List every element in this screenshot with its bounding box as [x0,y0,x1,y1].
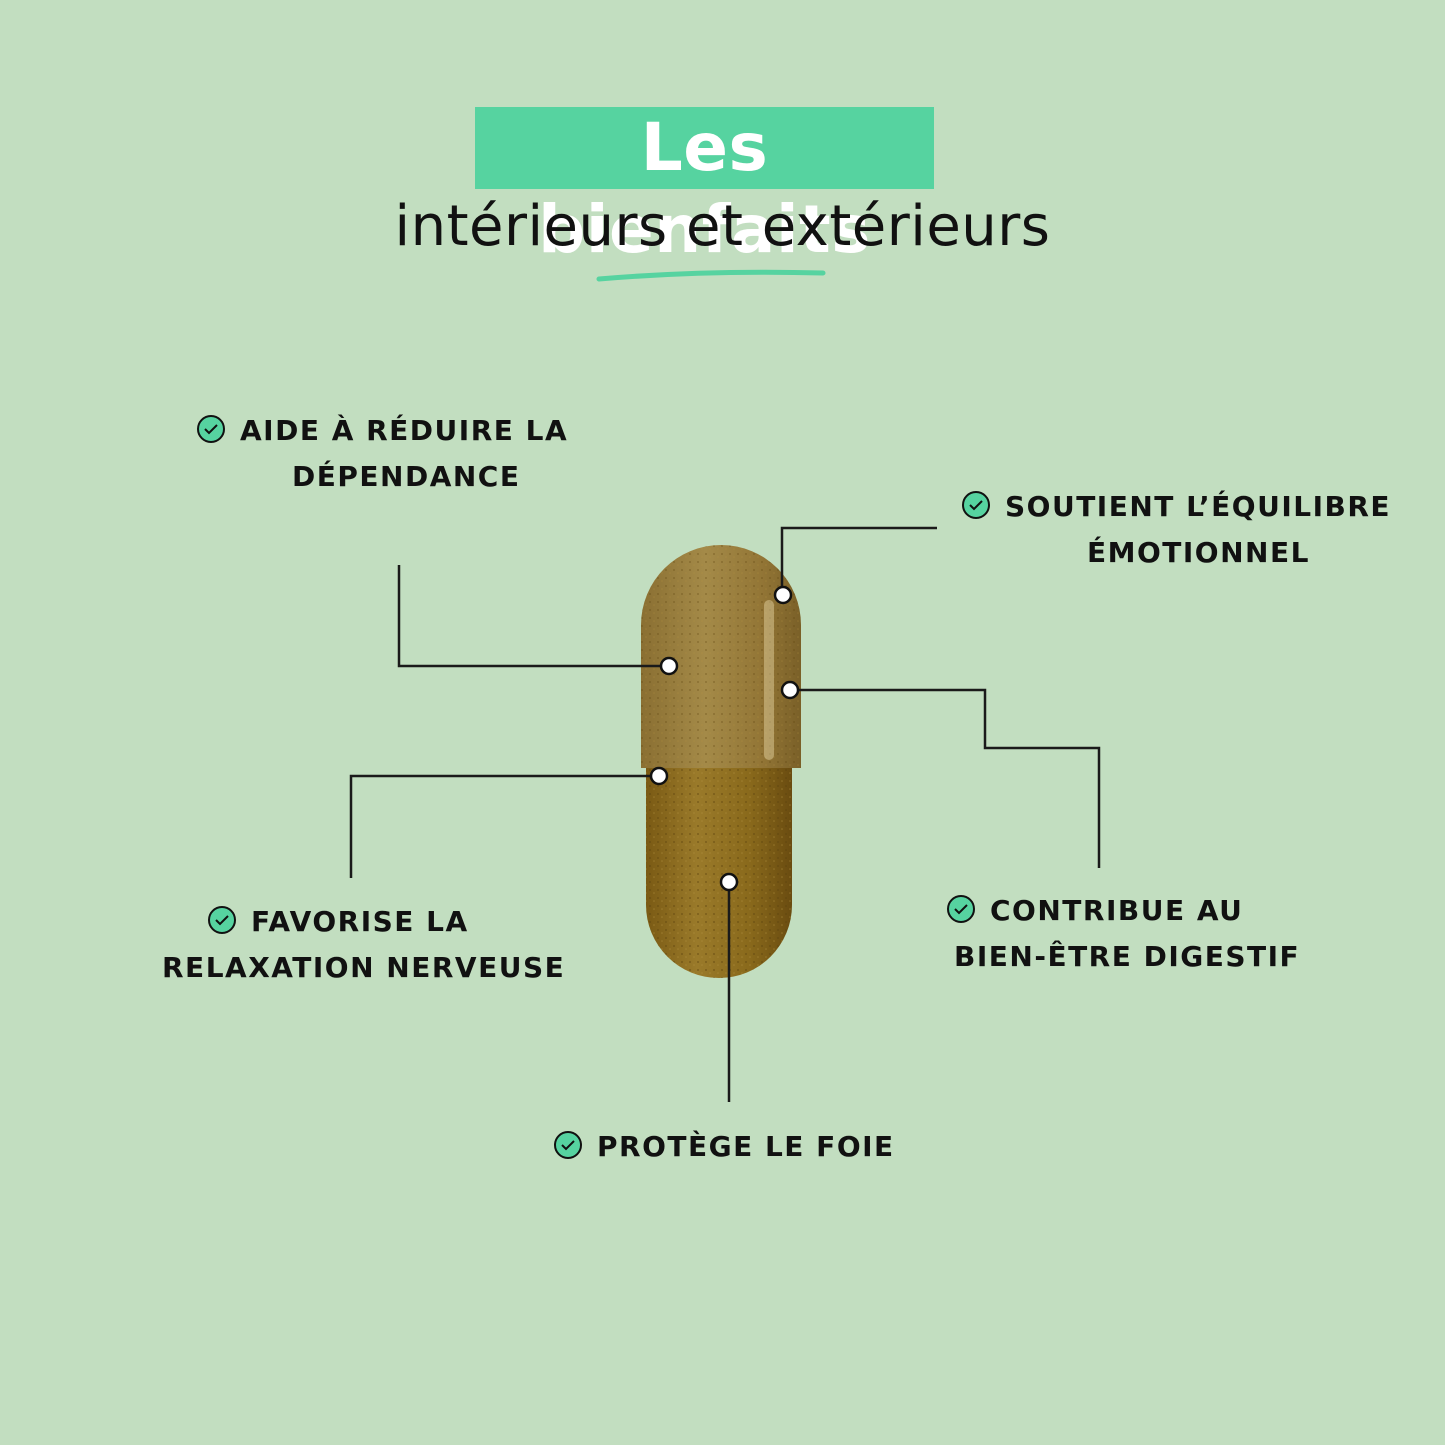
benefit-label-line2: RELAXATION NERVEUSE [162,951,566,984]
check-circle-icon [554,1131,582,1159]
check-circle-icon [947,895,975,923]
connector-dots [649,585,800,892]
benefit-label-line1: SOUTIENT L’ÉQUILIBRE [1005,490,1392,523]
benefit-reduce-dependence: AIDE À RÉDUIRE LA DÉPENDANCE [196,408,568,500]
benefit-label-line1: FAVORISE LA [251,905,469,938]
benefit-label-line2: DÉPENDANCE [292,460,521,493]
benefit-label-line2: ÉMOTIONNEL [1087,536,1310,569]
benefit-label-line1: CONTRIBUE AU [990,894,1244,927]
benefit-nervous-relaxation: FAVORISE LA RELAXATION NERVEUSE [162,899,565,991]
page-title: Les bienfaits [538,109,871,268]
capsule-cap [641,545,801,768]
connector-lines [349,526,1101,1102]
capsule-body [646,740,792,978]
benefit-label-line1: AIDE À RÉDUIRE LA [240,414,569,447]
benefit-digestive-wellbeing: CONTRIBUE AU BIEN-ÊTRE DIGESTIF [946,888,1300,980]
benefit-label-line2: BIEN-ÊTRE DIGESTIF [954,940,1301,973]
check-circle-icon [208,906,236,934]
check-circle-icon [962,491,990,519]
title-highlight-box [475,107,934,189]
check-circle-icon [197,415,225,443]
benefit-protects-liver: PROTÈGE LE FOIE [553,1124,895,1170]
page-subtitle: intérieurs et extérieurs [394,194,1051,259]
benefit-emotional-balance: SOUTIENT L’ÉQUILIBRE ÉMOTIONNEL [961,484,1391,576]
benefit-label-line1: PROTÈGE LE FOIE [597,1130,895,1163]
title-underline [596,269,826,282]
